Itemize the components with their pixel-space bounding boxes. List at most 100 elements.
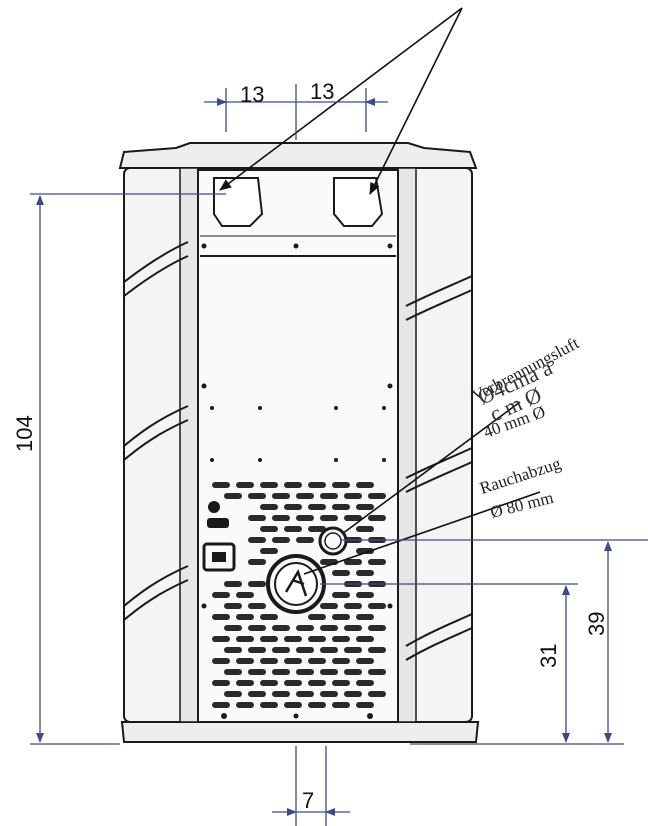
vent-slot — [344, 515, 362, 521]
vent-slot — [284, 504, 302, 510]
top-cap — [118, 142, 478, 169]
vent-slot — [296, 493, 314, 499]
vent-slot — [344, 603, 362, 609]
vent-slot — [248, 625, 266, 631]
vent-slot — [284, 526, 302, 532]
vent-slot — [320, 559, 338, 565]
vent-slot — [248, 691, 266, 697]
vent-slot — [320, 625, 338, 631]
vent-slot — [308, 702, 326, 708]
vent-slot — [248, 559, 266, 565]
vent-slot — [272, 537, 290, 543]
vent-slot — [212, 636, 230, 642]
vent-slot — [224, 647, 242, 653]
vent-slot — [236, 482, 254, 488]
vent-slot — [332, 592, 350, 598]
vent-slot — [356, 592, 374, 598]
vent-slot — [296, 537, 314, 543]
vent-slot — [344, 559, 362, 565]
vent-slot — [224, 493, 242, 499]
screws — [201, 243, 393, 719]
vent-slot — [332, 614, 350, 620]
vent-slot — [332, 680, 350, 686]
vent-slot — [260, 636, 278, 642]
vent-slot — [296, 625, 314, 631]
vent-slot — [308, 658, 326, 664]
vent-grille — [212, 482, 386, 708]
vent-slot — [356, 570, 374, 576]
vent-slot — [332, 570, 350, 576]
fuse-holder — [207, 518, 229, 528]
vent-slot — [368, 493, 386, 499]
vent-slot — [272, 691, 290, 697]
vent-slot — [272, 493, 290, 499]
vent-slot — [260, 614, 278, 620]
vent-slot — [224, 625, 242, 631]
vent-slot — [296, 669, 314, 675]
vent-slot — [260, 482, 278, 488]
vent-slot — [332, 636, 350, 642]
vent-slot — [320, 515, 338, 521]
vent-slot — [260, 548, 278, 554]
vent-slot — [236, 702, 254, 708]
vent-slot — [284, 482, 302, 488]
flue-outlet — [266, 554, 326, 614]
vent-slot — [224, 669, 242, 675]
stove-body — [118, 142, 480, 743]
vent-slot — [368, 647, 386, 653]
vent-slot — [284, 680, 302, 686]
vent-slot — [320, 647, 338, 653]
vent-slot — [368, 625, 386, 631]
vent-slot — [332, 658, 350, 664]
vent-slot — [308, 504, 326, 510]
vent-slot — [260, 504, 278, 510]
vent-slot — [368, 691, 386, 697]
vent-slot — [320, 691, 338, 697]
dim-top-right: 13 — [310, 79, 334, 104]
vent-slot — [212, 592, 230, 598]
vent-slot — [356, 702, 374, 708]
spiral-bands-right — [405, 275, 473, 661]
vent-slot — [356, 482, 374, 488]
vent-slot — [356, 680, 374, 686]
vent-slot — [320, 669, 338, 675]
vent-slot — [368, 669, 386, 675]
dim-total-height: 104 — [12, 415, 37, 452]
vent-slot — [320, 603, 338, 609]
vent-slot — [272, 515, 290, 521]
dim-exhaust-height: 39 — [584, 612, 609, 636]
vent-slot — [236, 658, 254, 664]
vent-slot — [212, 482, 230, 488]
vent-slot — [332, 482, 350, 488]
dimension-lines — [30, 84, 648, 826]
vent-slot — [308, 526, 326, 532]
vent-slot — [356, 658, 374, 664]
vent-slot — [296, 691, 314, 697]
vent-slot — [284, 636, 302, 642]
dim-air-inlet-height: 31 — [536, 644, 561, 668]
vent-slot — [272, 625, 290, 631]
vent-slot — [356, 526, 374, 532]
vent-slot — [284, 658, 302, 664]
vent-slot — [212, 614, 230, 620]
vent-slot — [260, 526, 278, 532]
vent-slot — [260, 702, 278, 708]
vent-slot — [236, 680, 254, 686]
top-cutout-left — [213, 177, 264, 227]
vent-slot — [224, 691, 242, 697]
leader-lines — [219, 7, 541, 575]
dim-top-left: 13 — [240, 82, 264, 107]
vent-slot — [320, 493, 338, 499]
vent-slot — [344, 647, 362, 653]
combustion-air-inlet — [318, 526, 348, 556]
vent-slot — [236, 592, 254, 598]
vent-slot — [248, 669, 266, 675]
power-indicator — [208, 501, 220, 513]
vent-slot — [236, 614, 254, 620]
vent-slot — [344, 669, 362, 675]
vent-slot — [332, 702, 350, 708]
vent-slot — [212, 680, 230, 686]
vent-slot — [368, 559, 386, 565]
vent-slot — [332, 504, 350, 510]
vent-slot — [308, 614, 326, 620]
